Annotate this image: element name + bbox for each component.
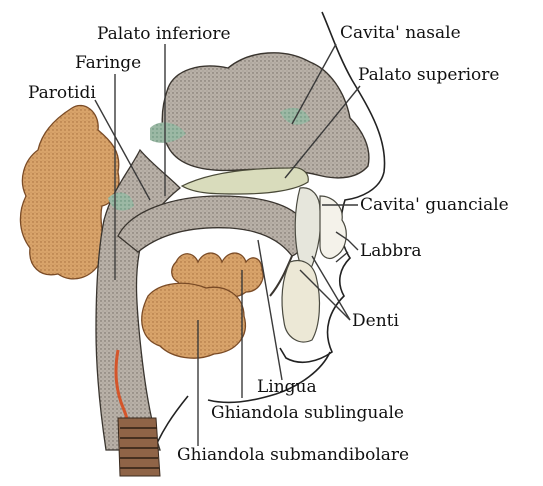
label-parotidi: Parotidi — [28, 83, 96, 103]
upper-palate-shape — [182, 168, 308, 194]
teeth-shape — [282, 261, 319, 342]
leader-lingua — [258, 240, 282, 380]
label-palato-inferiore: Palato inferiore — [97, 24, 231, 44]
label-faringe: Faringe — [75, 53, 141, 73]
label-lingua: Lingua — [257, 377, 317, 397]
label-palato-superiore: Palato superiore — [358, 65, 499, 85]
label-cavita-guanciale: Cavita' guanciale — [360, 195, 509, 215]
cheek-cavity-shape — [295, 188, 320, 269]
label-ghiandola-sublinguale: Ghiandola sublinguale — [211, 403, 404, 423]
label-denti: Denti — [352, 311, 399, 331]
submandibular-gland-shape — [142, 283, 246, 358]
nasal-cavity-shape — [162, 53, 369, 178]
label-ghiandola-submandibolare: Ghiandola submandibolare — [177, 445, 409, 465]
label-cavita-nasale: Cavita' nasale — [340, 23, 461, 43]
label-labbra: Labbra — [360, 241, 421, 261]
